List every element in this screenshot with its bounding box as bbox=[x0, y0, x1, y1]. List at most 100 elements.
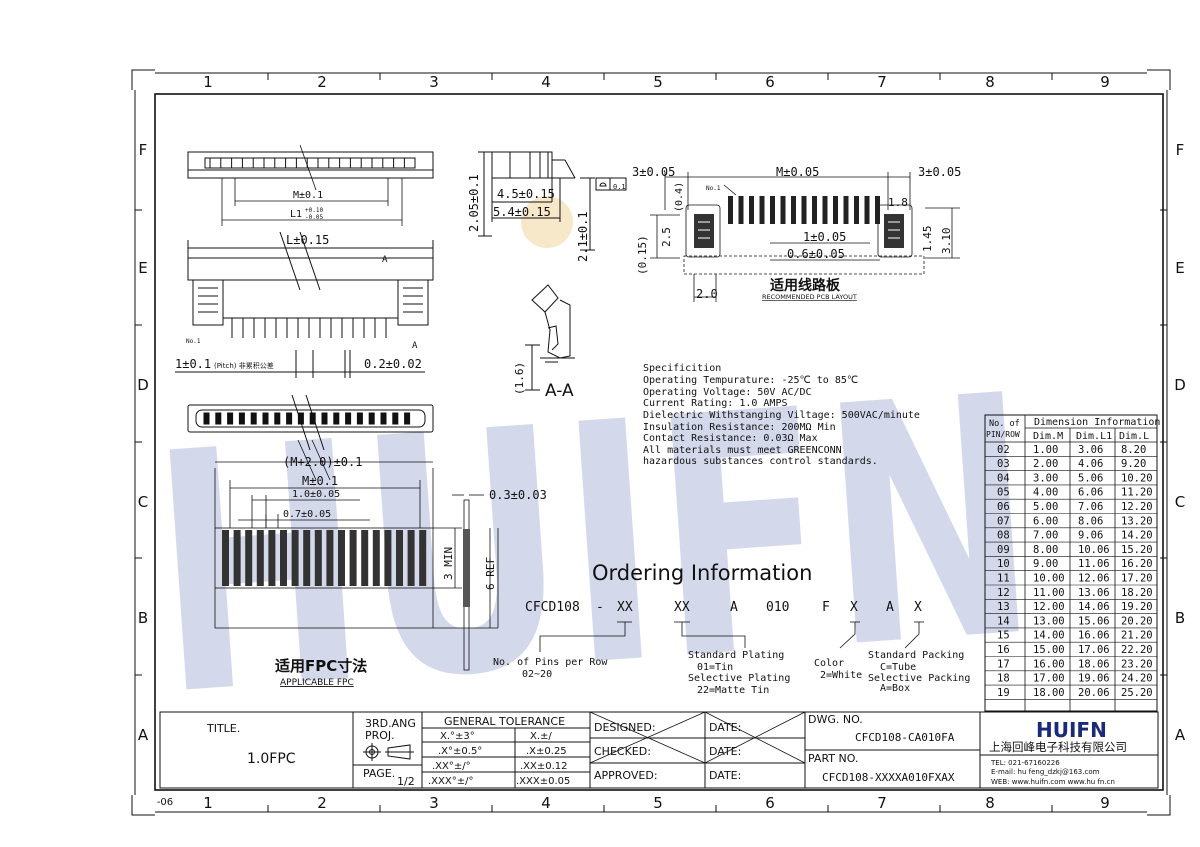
col-label: 8 bbox=[985, 794, 995, 812]
pcb-dim-m: M±0.05 bbox=[776, 165, 819, 179]
fpc-finger bbox=[222, 530, 229, 586]
pcb-side-pad-hatch bbox=[698, 221, 900, 239]
table-cell: 13 bbox=[997, 601, 1010, 613]
pin-pad bbox=[368, 412, 375, 425]
tolerance-cell: .XX±0.12 bbox=[520, 761, 568, 772]
table-header: Dim.M bbox=[1033, 431, 1063, 442]
spec-line: Specificition bbox=[643, 363, 721, 374]
table-cell: 16.00 bbox=[1033, 658, 1065, 670]
table-cell: 1.00 bbox=[1033, 444, 1058, 456]
tolerance-cell: .XXX°±/° bbox=[428, 776, 473, 787]
pin-pad bbox=[286, 412, 293, 425]
fpc-finger bbox=[303, 530, 311, 586]
col-label: 9 bbox=[1100, 794, 1110, 812]
table-cell: 05 bbox=[997, 487, 1010, 499]
spec-line: Operating Tempurature: -25℃ to 85℃ bbox=[643, 375, 858, 386]
table-header-pins: No. of bbox=[989, 419, 1020, 429]
tolerance-cell: .X±0.25 bbox=[526, 746, 567, 757]
fpc-finger bbox=[326, 530, 334, 586]
checked-label: CHECKED: bbox=[594, 745, 651, 758]
code-part: XX bbox=[674, 600, 690, 615]
table-cell: 5.06 bbox=[1078, 472, 1103, 484]
table-cell: 18 bbox=[997, 673, 1010, 685]
fpc-finger bbox=[314, 530, 322, 586]
col-label: 2 bbox=[317, 73, 327, 91]
dim-fpc-m: M±0.1 bbox=[302, 474, 338, 488]
col-label: 4 bbox=[541, 73, 551, 91]
table-cell: 4.00 bbox=[1033, 487, 1058, 499]
approved-label: APPROVED: bbox=[594, 769, 658, 782]
table-cell: 02 bbox=[997, 444, 1010, 456]
dim-section-height: (1.6) bbox=[513, 362, 526, 395]
spec-line: hazardous substances control standards. bbox=[643, 456, 878, 467]
table-cell: 16.06 bbox=[1078, 630, 1110, 642]
pcb-pad bbox=[801, 196, 807, 224]
fpc-finger bbox=[256, 530, 264, 586]
pin-pad bbox=[333, 412, 340, 425]
col-label: 9 bbox=[1100, 73, 1110, 91]
part-label: PART NO. bbox=[808, 752, 858, 765]
pin-pad bbox=[309, 412, 316, 425]
col-label: 1 bbox=[203, 73, 213, 91]
table-cell: 3.00 bbox=[1033, 472, 1058, 484]
page-value: 1/2 bbox=[397, 775, 415, 788]
mark-a-bottom: A bbox=[412, 341, 418, 351]
table-header: Dim.L bbox=[1119, 431, 1149, 442]
highlight-spot bbox=[521, 196, 573, 248]
col-label: 5 bbox=[653, 73, 663, 91]
col-label: 6 bbox=[765, 794, 775, 812]
company-name: 上海回峰电子科技有限公司 bbox=[989, 740, 1127, 754]
projection-label: 3RD.ANG bbox=[365, 717, 416, 730]
pin-pad bbox=[250, 412, 257, 425]
table-cell: 13.00 bbox=[1033, 615, 1065, 627]
spec-line: Insulation Resistance: 200MΩ Min bbox=[643, 422, 836, 433]
code-part: 010 bbox=[766, 600, 789, 615]
pcb-dim-310: 3.10 bbox=[940, 228, 953, 255]
pcb-pad bbox=[770, 196, 775, 224]
fpc-title-cn: 适用FPC寸法 bbox=[275, 657, 367, 675]
col-label: 7 bbox=[877, 73, 887, 91]
code-part: CFCD108 bbox=[525, 600, 580, 615]
pcb-pad bbox=[854, 196, 859, 224]
col-label: 3 bbox=[429, 794, 439, 812]
fpc-title-en: APPLICABLE FPC bbox=[280, 678, 354, 688]
pcb-pad bbox=[864, 196, 870, 224]
table-cell: 10.00 bbox=[1033, 573, 1065, 585]
fpc-finger bbox=[396, 530, 403, 586]
dwg-value: CFCD108-CA010FA bbox=[855, 731, 955, 744]
row-label: B bbox=[138, 609, 148, 627]
front-view bbox=[187, 151, 434, 179]
note-plating: Standard Plating bbox=[688, 650, 784, 661]
table-cell: 7.06 bbox=[1078, 501, 1103, 513]
projection-label-2: PROJ. bbox=[365, 729, 395, 742]
table-header: Dim.L1 bbox=[1076, 431, 1112, 442]
ordering-title: Ordering Information bbox=[592, 561, 812, 585]
pin-pad bbox=[345, 412, 352, 425]
specification-block: Specificition Operating Tempurature: -25… bbox=[643, 363, 920, 467]
table-cell: 25.20 bbox=[1121, 687, 1153, 699]
pcb-dim-06: 0.6±0.05 bbox=[787, 247, 845, 261]
table-cell: 18.06 bbox=[1078, 658, 1110, 670]
note-packing-3: A=Box bbox=[880, 683, 910, 694]
table-cell: 15 bbox=[997, 630, 1010, 642]
date-label: DATE: bbox=[709, 721, 741, 734]
tolerance-cell: .XXX±0.05 bbox=[516, 776, 570, 787]
table-cell: 13.06 bbox=[1078, 587, 1110, 599]
fpc-finger bbox=[407, 530, 415, 586]
company-web: WEB: www.huifn.com www.hu fn.cn bbox=[991, 778, 1115, 786]
pin-pad bbox=[321, 412, 328, 425]
table-cell: 14 bbox=[997, 615, 1010, 627]
table-cell: 12.06 bbox=[1078, 573, 1110, 585]
title-value: 1.0FPC bbox=[247, 751, 296, 767]
spec-line: Contact Resistance: 0.03Ω Max bbox=[643, 433, 818, 444]
table-cell: 13.20 bbox=[1121, 515, 1153, 527]
spec-line: Dielectric Withstanging Viltage: 500VAC/… bbox=[643, 410, 920, 421]
pcb-pads bbox=[728, 196, 880, 224]
dimension-table: No. of PIN/ROW Dimension Information Dim… bbox=[984, 414, 1160, 712]
table-cell: 2.00 bbox=[1033, 458, 1058, 470]
date-label: DATE: bbox=[709, 769, 741, 782]
mark-a: A bbox=[382, 255, 388, 265]
pin-pad bbox=[203, 412, 210, 425]
part-value: CFCD108-XXXXA010FXAX bbox=[822, 771, 955, 784]
